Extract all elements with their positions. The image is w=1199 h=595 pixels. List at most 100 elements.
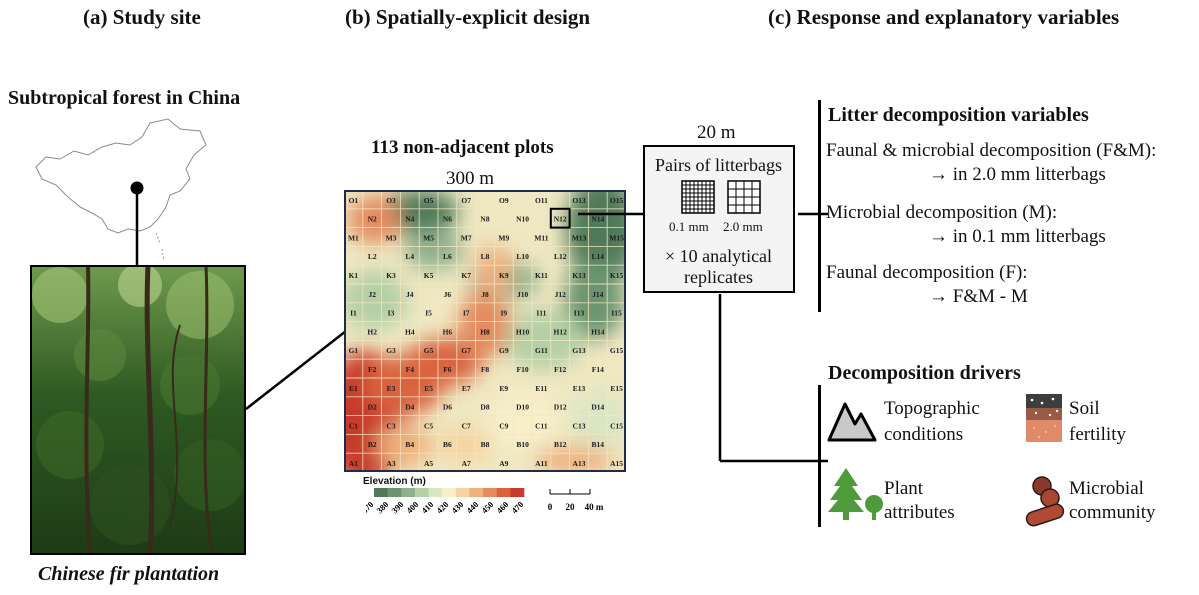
plot-label-J12: J12: [555, 290, 567, 299]
plot-label-H10: H10: [516, 327, 530, 336]
china-map: [35, 118, 207, 274]
plot-label-O7: O7: [461, 196, 471, 205]
litterbag-box: Pairs of litterbags 0.1 mm 2.0 mm × 10 a…: [643, 145, 795, 293]
plot-label-E5: E5: [424, 384, 433, 393]
site-marker: [130, 181, 144, 195]
legend-tick-label: 470: [509, 499, 525, 515]
plot-label-N2: N2: [368, 215, 377, 224]
plot-label-D14: D14: [591, 403, 604, 412]
coarse-mesh-icon: [727, 180, 761, 214]
plot-label-C15: C15: [610, 421, 623, 430]
legend-swatch: [455, 488, 470, 497]
plot-label-B2: B2: [368, 440, 377, 449]
plot-label-N4: N4: [405, 215, 414, 224]
plot-label-G5: G5: [424, 346, 434, 355]
plot-label-J10: J10: [517, 290, 529, 299]
plot-label-D8: D8: [480, 403, 489, 412]
legend-tick-label: 370: [366, 499, 375, 515]
driver-soil-line1: Soil: [1069, 398, 1100, 419]
legend-tick-label: 410: [419, 499, 435, 515]
plot-label-F2: F2: [368, 365, 377, 374]
plot-label-C13: C13: [573, 421, 586, 430]
plot-label-I5: I5: [425, 309, 432, 318]
replicates-line2: replicates: [684, 267, 753, 287]
plot-label-E11: E11: [535, 384, 547, 393]
scale-bar: 0 20 40 m: [548, 489, 604, 512]
variables-bracket: [818, 100, 821, 312]
plot-label-B14: B14: [592, 440, 605, 449]
plot-label-A5: A5: [424, 459, 433, 468]
plot-label-M15: M15: [609, 233, 624, 242]
driver-topographic-line2: conditions: [884, 424, 964, 445]
plot-label-J2: J2: [368, 290, 376, 299]
country-label: Subtropical forest in China: [8, 87, 241, 109]
variable-fm-name: Faunal & microbial decomposition (F&M):: [826, 140, 1157, 161]
drivers-title: Decomposition drivers: [828, 362, 1021, 384]
legend-tick-label: 390: [389, 499, 405, 515]
legend-swatch: [401, 488, 416, 497]
connector-lines: [578, 212, 828, 463]
plot-label-F14: F14: [592, 365, 604, 374]
plot-label-I7: I7: [463, 309, 470, 318]
plot-label-H12: H12: [554, 327, 568, 336]
fine-mesh-icon: [681, 180, 715, 214]
plot-label-A9: A9: [499, 459, 508, 468]
plot-label-L2: L2: [368, 252, 377, 261]
plot-label-N14: N14: [591, 215, 604, 224]
driver-plant-line2: attributes: [884, 502, 955, 523]
plot-label-I11: I11: [536, 309, 546, 318]
plot-label-L10: L10: [516, 252, 529, 261]
plot-label-F6: F6: [443, 365, 452, 374]
plot-label-O11: O11: [535, 196, 548, 205]
scale-tick-20: 20: [566, 502, 576, 512]
plot-label-K11: K11: [535, 271, 548, 280]
plot-label-B4: B4: [405, 440, 414, 449]
plot-label-O1: O1: [349, 196, 359, 205]
plot-label-I15: I15: [611, 309, 622, 318]
plot-label-H8: H8: [480, 327, 490, 336]
plot-label-J8: J8: [481, 290, 489, 299]
plot-label-I13: I13: [574, 309, 585, 318]
plot-label-M11: M11: [534, 233, 548, 242]
litterbag-title: Pairs of litterbags: [655, 155, 782, 175]
plot-label-L8: L8: [481, 252, 490, 261]
plot-label-M3: M3: [386, 233, 397, 242]
plot-label-I9: I9: [500, 309, 507, 318]
plot-label-H4: H4: [405, 327, 415, 336]
plot-label-E13: E13: [573, 384, 586, 393]
plot-label-D2: D2: [368, 403, 377, 412]
legend-tick-label: 420: [434, 499, 450, 515]
plot-label-J6: J6: [444, 290, 452, 299]
plot-label-E3: E3: [387, 384, 396, 393]
legend-tick-label: 460: [494, 499, 510, 515]
forest-photo: [30, 265, 246, 555]
plot-label-C3: C3: [386, 421, 395, 430]
plot-label-G15: G15: [610, 346, 624, 355]
plot-label-M7: M7: [461, 233, 472, 242]
driver-plant-line1: Plant: [884, 478, 924, 499]
plot-label-B8: B8: [481, 440, 490, 449]
replicates-line1: × 10 analytical: [664, 246, 773, 266]
plot-label-L12: L12: [554, 252, 567, 261]
plot-label-K13: K13: [572, 271, 586, 280]
mountain-icon: [827, 402, 877, 442]
driver-topographic-line1: Topographic: [884, 398, 980, 419]
plot-label-M9: M9: [498, 233, 509, 242]
plot-label-D4: D4: [405, 403, 414, 412]
plot-label-C1: C1: [349, 421, 358, 430]
plot-label-C7: C7: [462, 421, 471, 430]
panel-b-header: (b) Spatially-explicit design: [345, 5, 591, 29]
plot-label-C9: C9: [499, 421, 508, 430]
plot-label-L6: L6: [443, 252, 452, 261]
legend-tick-label: 430: [449, 499, 465, 515]
plot-label-L14: L14: [592, 252, 605, 261]
plot-label-F8: F8: [481, 365, 490, 374]
plot-label-K9: K9: [499, 271, 509, 280]
plot-label-F12: F12: [554, 365, 566, 374]
plot-label-D12: D12: [554, 403, 567, 412]
plot-label-J14: J14: [592, 290, 604, 299]
plot-label-E1: E1: [349, 384, 358, 393]
highlighted-plot-frame: [549, 207, 571, 229]
plot-label-I3: I3: [388, 309, 395, 318]
variable-m-detail: → in 0.1 mm litterbags: [929, 226, 1106, 247]
